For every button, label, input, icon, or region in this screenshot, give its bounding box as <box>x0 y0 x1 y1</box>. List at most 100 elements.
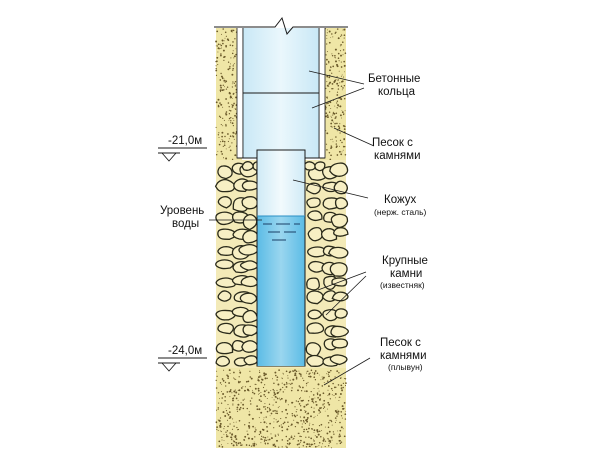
sand-dot <box>276 389 278 391</box>
sand-dot <box>335 397 336 399</box>
sand-dot <box>322 376 325 379</box>
sand-dot <box>307 381 309 383</box>
sand-dot <box>235 421 237 423</box>
stone <box>334 197 349 210</box>
sand-dot <box>262 436 265 438</box>
sand-dot <box>231 158 234 161</box>
sand-dot <box>274 393 277 396</box>
sand-dot <box>235 53 237 56</box>
sand-dot <box>293 419 295 421</box>
sand-dot <box>300 399 303 402</box>
sand-dot <box>249 400 252 402</box>
sand-dot <box>257 379 260 382</box>
sand-dot <box>334 122 336 125</box>
sand-dot <box>235 441 238 444</box>
sand-dot <box>301 426 303 428</box>
sand-dot <box>286 383 288 385</box>
sand-dot <box>222 28 224 30</box>
sand-dot <box>228 138 230 140</box>
sand-dot <box>268 438 271 441</box>
sand-dot <box>229 67 231 69</box>
sand-dot <box>259 370 260 372</box>
sand-dot <box>279 391 281 393</box>
sand-dot <box>343 402 346 404</box>
leader-lines <box>209 70 375 386</box>
sand-dot <box>231 122 234 125</box>
sand-dot <box>223 89 225 91</box>
sand-dot <box>294 372 297 375</box>
sand-dot <box>339 396 341 398</box>
sand-dot <box>307 427 310 430</box>
sand-dot <box>221 436 223 439</box>
sand-dot <box>309 446 311 448</box>
sand-dot <box>332 36 334 38</box>
sand-dot <box>289 379 291 381</box>
sand-dot <box>231 104 234 107</box>
sand-dot <box>286 412 289 415</box>
sand-dot <box>297 389 299 392</box>
sand-dot <box>272 443 274 445</box>
sand-dot <box>343 76 345 78</box>
sand-dot <box>339 377 342 380</box>
sand-dot <box>337 430 339 432</box>
sand-dot <box>265 444 266 445</box>
sand-dot <box>234 85 237 87</box>
water-ripples <box>263 223 300 241</box>
sand-dot <box>291 435 293 437</box>
sand-dot <box>222 49 225 52</box>
sand-dot <box>330 115 332 117</box>
stone <box>327 246 349 259</box>
sand-dot <box>232 404 234 406</box>
sand-dot <box>316 392 319 394</box>
sand-dot <box>256 405 258 407</box>
sand-dot <box>218 48 221 50</box>
sand-dot <box>284 389 286 391</box>
sand-dot <box>235 91 237 93</box>
sand-dot <box>229 63 231 65</box>
sand-dot <box>326 51 328 53</box>
sand-dot <box>281 378 283 380</box>
sand-dot <box>277 433 279 435</box>
sand-dot <box>325 130 327 132</box>
sand-dot <box>327 426 330 429</box>
sand-dot <box>236 408 238 410</box>
sand-dot <box>296 443 299 446</box>
stone <box>306 290 324 305</box>
sand-dot <box>227 425 229 428</box>
casing-label-2: (нерж. сталь) <box>374 207 427 217</box>
sand-dot <box>276 410 278 412</box>
sand-dot <box>220 54 222 57</box>
sand-dot <box>303 430 305 433</box>
sand-dot <box>334 376 336 378</box>
sand-dot <box>285 408 288 411</box>
sand-dot <box>224 81 226 84</box>
sand-dot <box>326 58 328 61</box>
sand-dot <box>271 397 273 398</box>
sand-dot <box>263 417 265 419</box>
sand-dot <box>335 145 338 148</box>
sand-dot <box>343 378 345 379</box>
sand-dot <box>330 420 333 423</box>
sand-dot <box>287 404 289 406</box>
sand-dot <box>299 435 301 438</box>
sand-dot <box>232 98 234 99</box>
sand-dot <box>285 381 288 384</box>
sand-dot <box>223 40 225 42</box>
stone <box>306 197 321 209</box>
sand-dot <box>299 442 301 444</box>
sand-dot <box>342 54 344 56</box>
sand-dot <box>220 124 222 126</box>
sand-dot <box>261 435 263 437</box>
sand-dot <box>275 419 277 421</box>
sand-dot <box>341 151 343 153</box>
sand-dot <box>228 92 231 94</box>
sand-dot <box>312 372 314 374</box>
sand-dot <box>225 125 227 127</box>
sand-dot <box>258 392 260 394</box>
sand-dot <box>328 430 331 433</box>
sand-dot <box>264 403 266 405</box>
sand-dot <box>224 37 226 39</box>
sand-dot <box>337 125 340 128</box>
sand-dot <box>225 80 228 83</box>
sand-dot <box>273 421 275 423</box>
